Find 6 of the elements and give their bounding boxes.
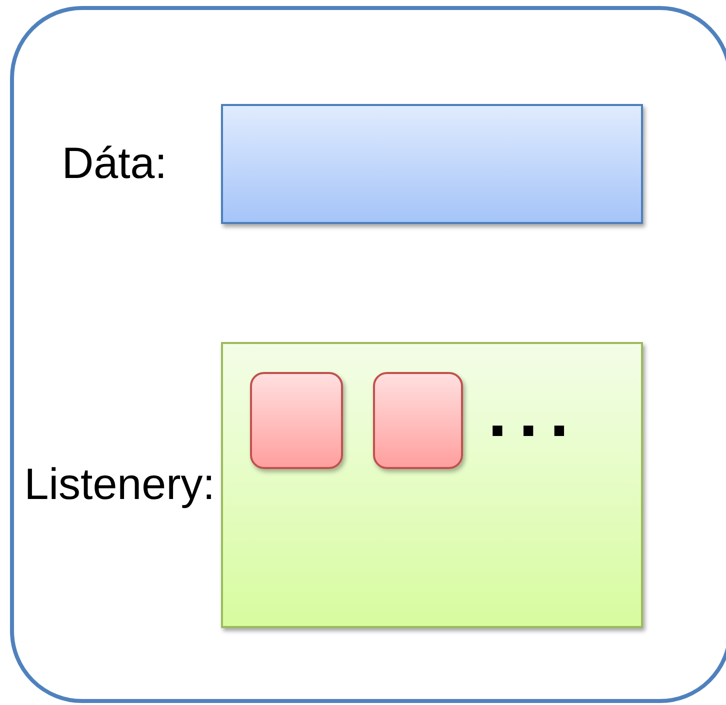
listener-tile xyxy=(373,372,463,469)
rounded-frame xyxy=(10,6,726,703)
ellipsis: ... xyxy=(487,390,580,445)
listener-tile xyxy=(250,372,343,469)
listener-heading: Listenery: xyxy=(24,463,215,507)
data-heading: Dáta: xyxy=(62,142,167,186)
